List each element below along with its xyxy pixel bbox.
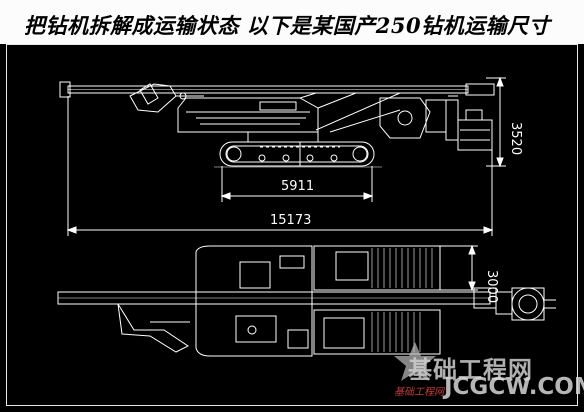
top-track-upper [313,245,441,291]
label-track-length: 5911 [281,179,314,194]
title-bar: 把钻机拆解成运输状态 以下是某国产250钻机运输尺寸 [0,0,584,44]
drill-attachment [457,119,493,151]
mast-head [59,81,71,98]
top-view [57,245,556,357]
watermark-tagline: 基础工程网 [394,387,444,398]
rotary-head-plan [511,287,545,321]
superstructure [177,97,319,133]
dimension-width [440,244,478,292]
boom-linkage [129,83,177,113]
drawing-frame [6,44,578,406]
page-title: 把钻机拆解成运输状态 以下是某国产250钻机运输尺寸 [24,13,551,38]
dimension-track-length [220,166,374,202]
top-track-lower [313,309,441,355]
dimension-height [486,76,506,168]
boom-linkage-plan [117,303,189,353]
watermark-site-name: 基础工程网 [408,356,533,384]
side-view [59,81,495,168]
label-width: 3000 [484,270,499,303]
label-overall-length: 15173 [270,213,311,228]
dimension-overall-length [66,96,494,236]
label-height: 3520 [508,122,523,155]
watermark-logo-icon [394,342,436,381]
upper-body-plan [195,245,313,357]
watermark-url: JCGCW.COM [444,374,584,400]
rotary-head [379,97,431,139]
crawler-track [219,141,375,167]
